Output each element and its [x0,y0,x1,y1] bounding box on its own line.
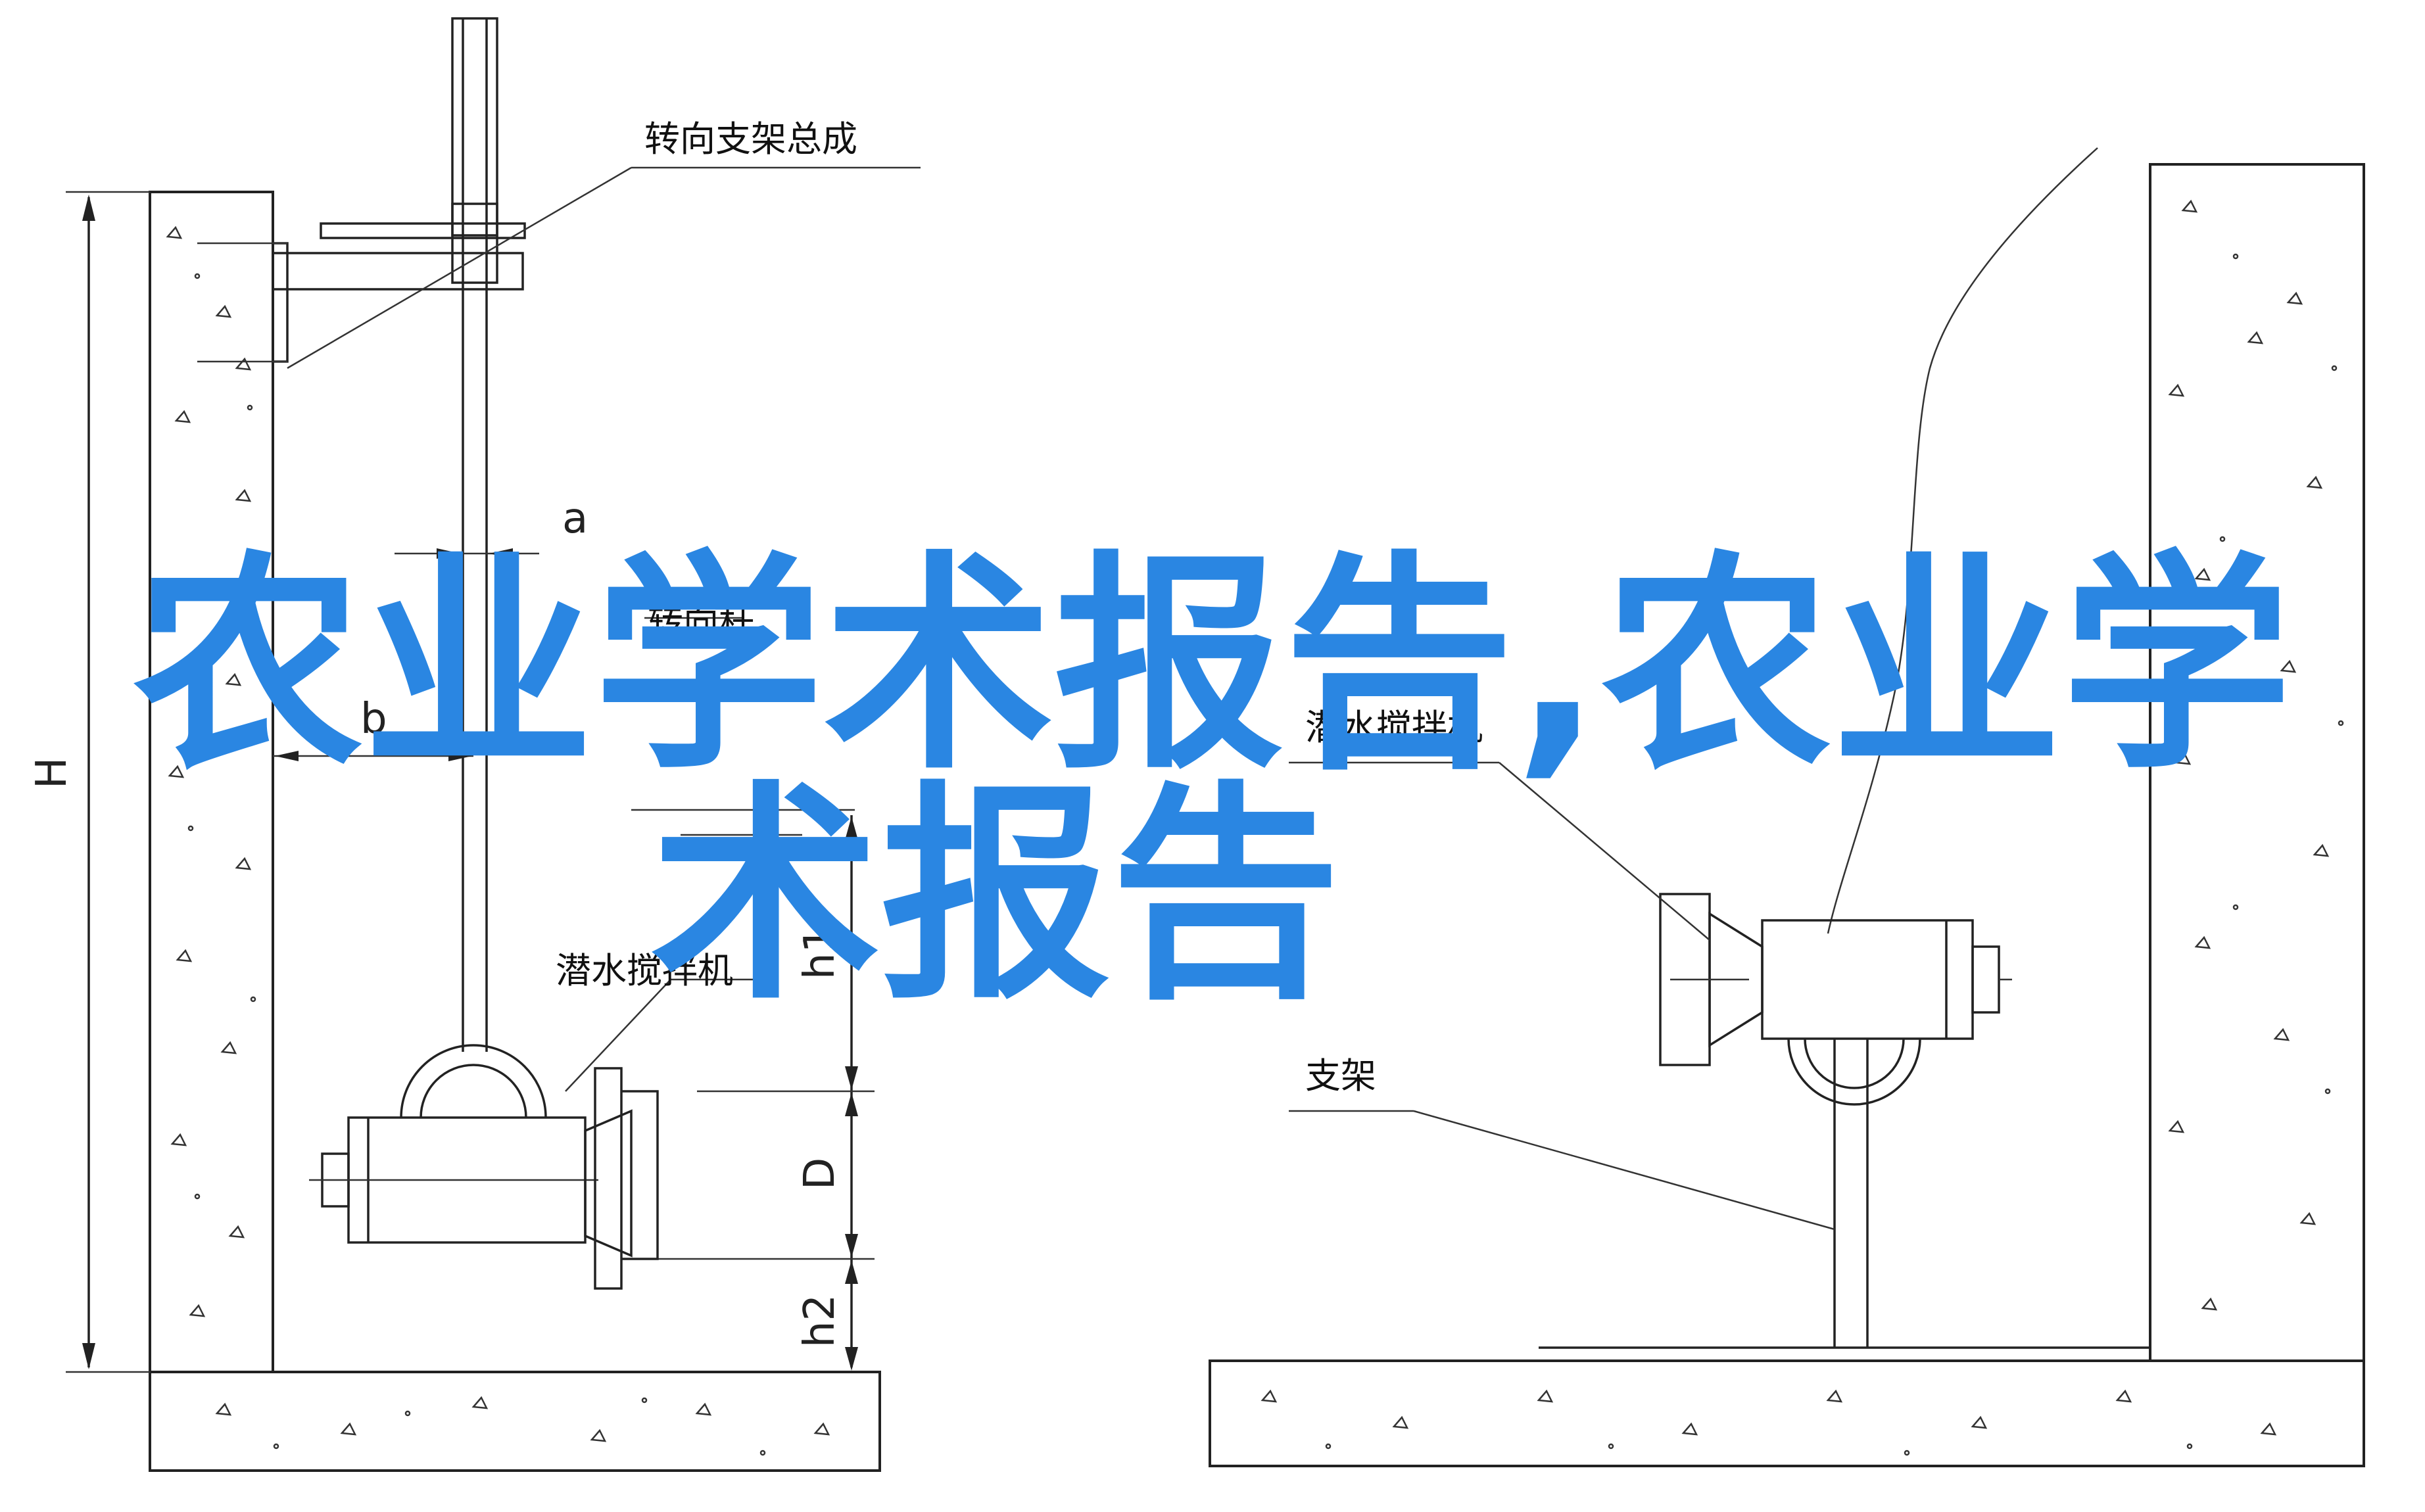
leaders [287,166,921,1092]
dimension-H [66,191,150,1373]
label-bracket: 支架 [1305,1055,1376,1097]
label-swivel-rod: 转向杆 [648,602,754,643]
right-floor-hatching [1261,1389,2277,1456]
left-floor-hatching [215,1396,830,1456]
right-tank-wall [2149,163,2365,1362]
right-tank-floor [1209,1359,2365,1467]
wall-bracket [197,242,289,363]
label-mixer-right: 潜水搅拌机 [1305,707,1483,748]
dim-label-a: a [562,494,588,543]
cable [1827,147,2098,934]
left-mixer [309,1044,659,1290]
guide-rod [272,17,526,1052]
label-mixer-left: 潜水搅拌机 [556,950,733,991]
label-swivel-bracket: 转向支架总成 [644,118,857,160]
dim-label-h1: h1 [796,926,844,980]
dim-label-h2: h2 [796,1294,844,1348]
dim-label-H: H [28,757,76,789]
overlay-title-line-1: 农业学术报告,农业学 [133,532,2292,800]
dimension-a [395,548,539,559]
left-wall-hatching [166,225,256,1317]
left-tank-floor [149,1371,881,1472]
dimension-chain [658,815,875,1371]
right-mixer [1539,893,2150,1349]
right-leaders [1289,761,1835,1231]
water-surface [631,809,855,859]
left-tank-wall [149,191,274,1373]
dim-label-D: D [796,1158,844,1190]
dim-label-b: b [360,695,387,744]
overlay-title-line-2: 术报告 [650,762,1341,1030]
dimension-b [273,751,473,761]
right-wall-hatching [2168,199,2344,1311]
